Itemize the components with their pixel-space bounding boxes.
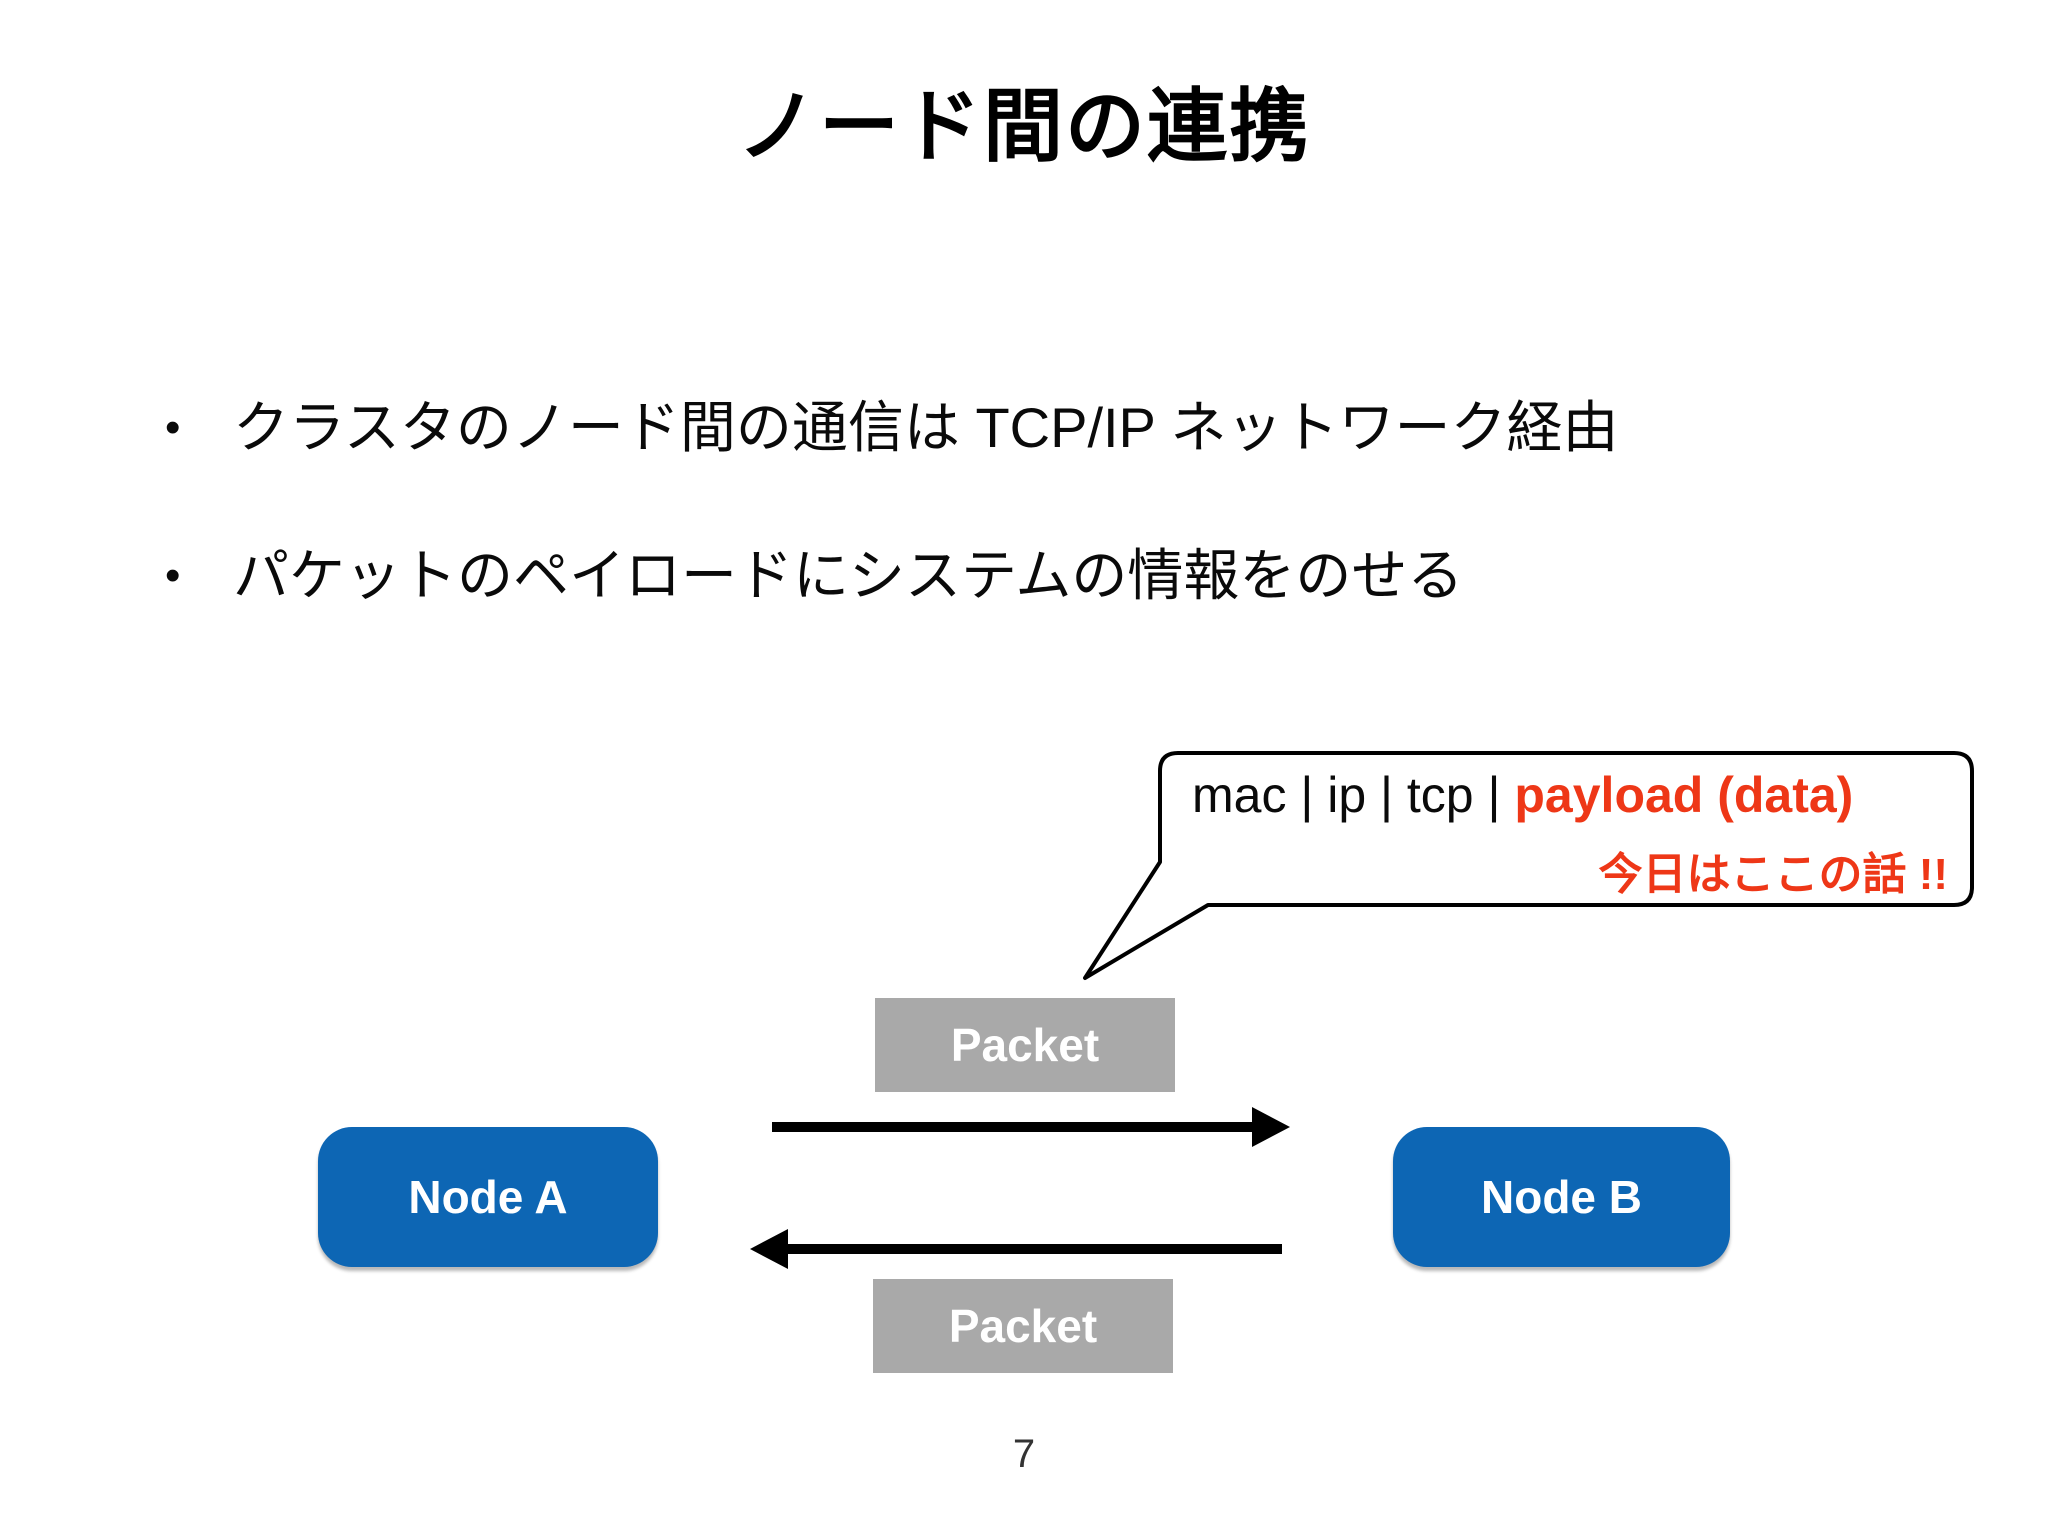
packet-label-top: Packet	[950, 1019, 1100, 1071]
node-b-label: Node B	[1481, 1171, 1642, 1223]
bullet-text-1: クラスタのノード間の通信は TCP/IP ネットワーク経由	[233, 396, 1619, 459]
bullet-dot: •	[165, 551, 181, 600]
node-a-box: Node A	[318, 1127, 658, 1267]
page-number: 7	[1012, 1432, 1036, 1476]
arrow-right	[772, 1107, 1290, 1147]
packet-box-bottom: Packet	[873, 1279, 1173, 1373]
bullet-text-2: パケットのペイロードにシステムの情報をのせる	[233, 544, 1464, 607]
node-b-box: Node B	[1393, 1127, 1730, 1267]
callout-subtext: 今日はここの話 !!	[1598, 850, 1948, 899]
callout-header-red: payload (data)	[1514, 767, 1854, 823]
bullet-item-2: • パケットのペイロードにシステムの情報をのせる	[165, 540, 1463, 612]
callout-header-black: mac | ip | tcp |	[1192, 767, 1515, 823]
packet-label-bottom: Packet	[948, 1300, 1098, 1352]
packet-box-top: Packet	[875, 998, 1175, 1092]
bullet-item-1: • クラスタのノード間の通信は TCP/IP ネットワーク経由	[165, 392, 1618, 464]
bullet-dot: •	[165, 403, 181, 452]
arrow-left	[750, 1229, 1282, 1269]
callout-bubble-shape	[1083, 751, 1974, 980]
node-a-label: Node A	[408, 1171, 568, 1223]
callout-header: mac | ip | tcp | payload (data)	[1192, 766, 1952, 824]
slide-title: ノード間の連携	[737, 82, 1311, 171]
